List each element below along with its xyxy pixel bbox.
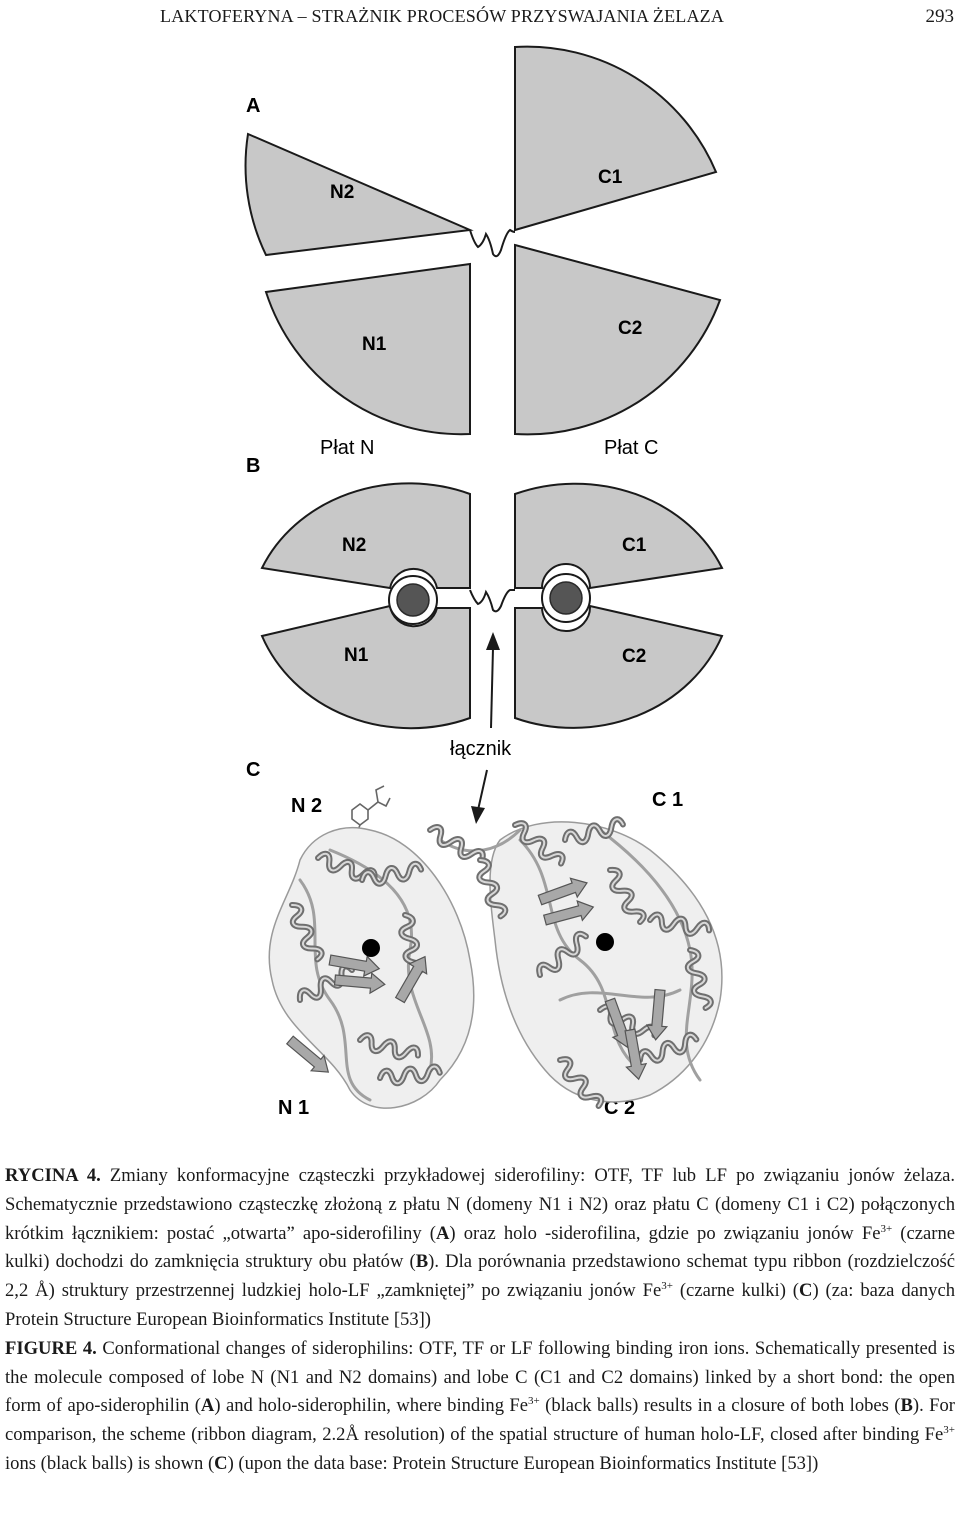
arrow-up-icon (486, 632, 500, 729)
panel-a-lobe-c1 (514, 45, 718, 232)
running-title: LAKTOFERYNA – STRAŻNIK PROCESÓW PRZYSWAJ… (160, 6, 725, 26)
panel-b-lobe-n2 (260, 482, 471, 590)
caption-english: FIGURE 4. Conformational changes of side… (5, 1337, 955, 1474)
panel-b-c2-label: C2 (622, 646, 646, 667)
arrow-down-icon (471, 769, 488, 824)
panel-a-c1-label: C1 (598, 167, 623, 188)
figure-caption: RYCINA 4. Zmiany konformacyjne cząsteczk… (5, 1162, 955, 1479)
panel-b: B Płat N Płat C N2 N1 C1 C2 łącznik (246, 437, 724, 760)
caption-pl-label: RYCINA 4. (5, 1165, 101, 1186)
black-ball-icon (362, 939, 380, 957)
panel-a-n2-label: N2 (330, 182, 354, 203)
running-header: LAKTOFERYNA – STRAŻNIK PROCESÓW PRZYSWAJ… (0, 0, 960, 40)
caption-en-label: FIGURE 4. (5, 1337, 97, 1359)
panel-a-linker (469, 228, 516, 258)
panel-b-lobe-c1 (514, 482, 724, 590)
panel-a-label: A (246, 95, 260, 117)
panel-b-linker (469, 589, 515, 613)
panel-a-lobe-n1 (264, 262, 471, 436)
caption-polish: RYCINA 4. Zmiany konformacyjne cząsteczk… (5, 1165, 956, 1330)
panel-c-n1-label: N 1 (278, 1097, 309, 1119)
panel-c-c1-label: C 1 (652, 789, 683, 811)
panel-a-lobe-c2 (514, 243, 722, 436)
panel-c-n2-label: N 2 (291, 795, 322, 817)
panel-a-n1-label: N1 (362, 334, 387, 355)
ribbon-diagram (268, 818, 723, 1110)
panel-b-label: B (246, 455, 260, 477)
black-ball-icon (549, 581, 583, 615)
panel-b-lobe-c2 (514, 604, 724, 729)
panel-a-c2-label: C2 (618, 318, 642, 339)
panel-c: C N 2 C 1 N 1 C 2 (246, 759, 723, 1119)
linker-label: łącznik (450, 738, 512, 760)
black-ball-icon (396, 583, 430, 617)
panel-b-n2-label: N2 (342, 535, 366, 556)
panel-a-lobe-n2 (244, 132, 474, 257)
black-ball-icon (596, 933, 614, 951)
panel-c-label: C (246, 759, 260, 781)
page-number: 293 (925, 6, 955, 27)
figure-4: A N2 N1 C1 C2 B Płat N Płat C N2 N1 C1 C… (244, 45, 724, 1119)
panel-b-n1-label: N1 (344, 645, 369, 666)
lobe-c-title: Płat C (604, 437, 658, 459)
panel-b-c1-label: C1 (622, 535, 647, 556)
panel-b-lobe-n1 (260, 604, 471, 730)
lobe-n-title: Płat N (320, 437, 374, 459)
panel-a: A N2 N1 C1 C2 (244, 45, 722, 436)
